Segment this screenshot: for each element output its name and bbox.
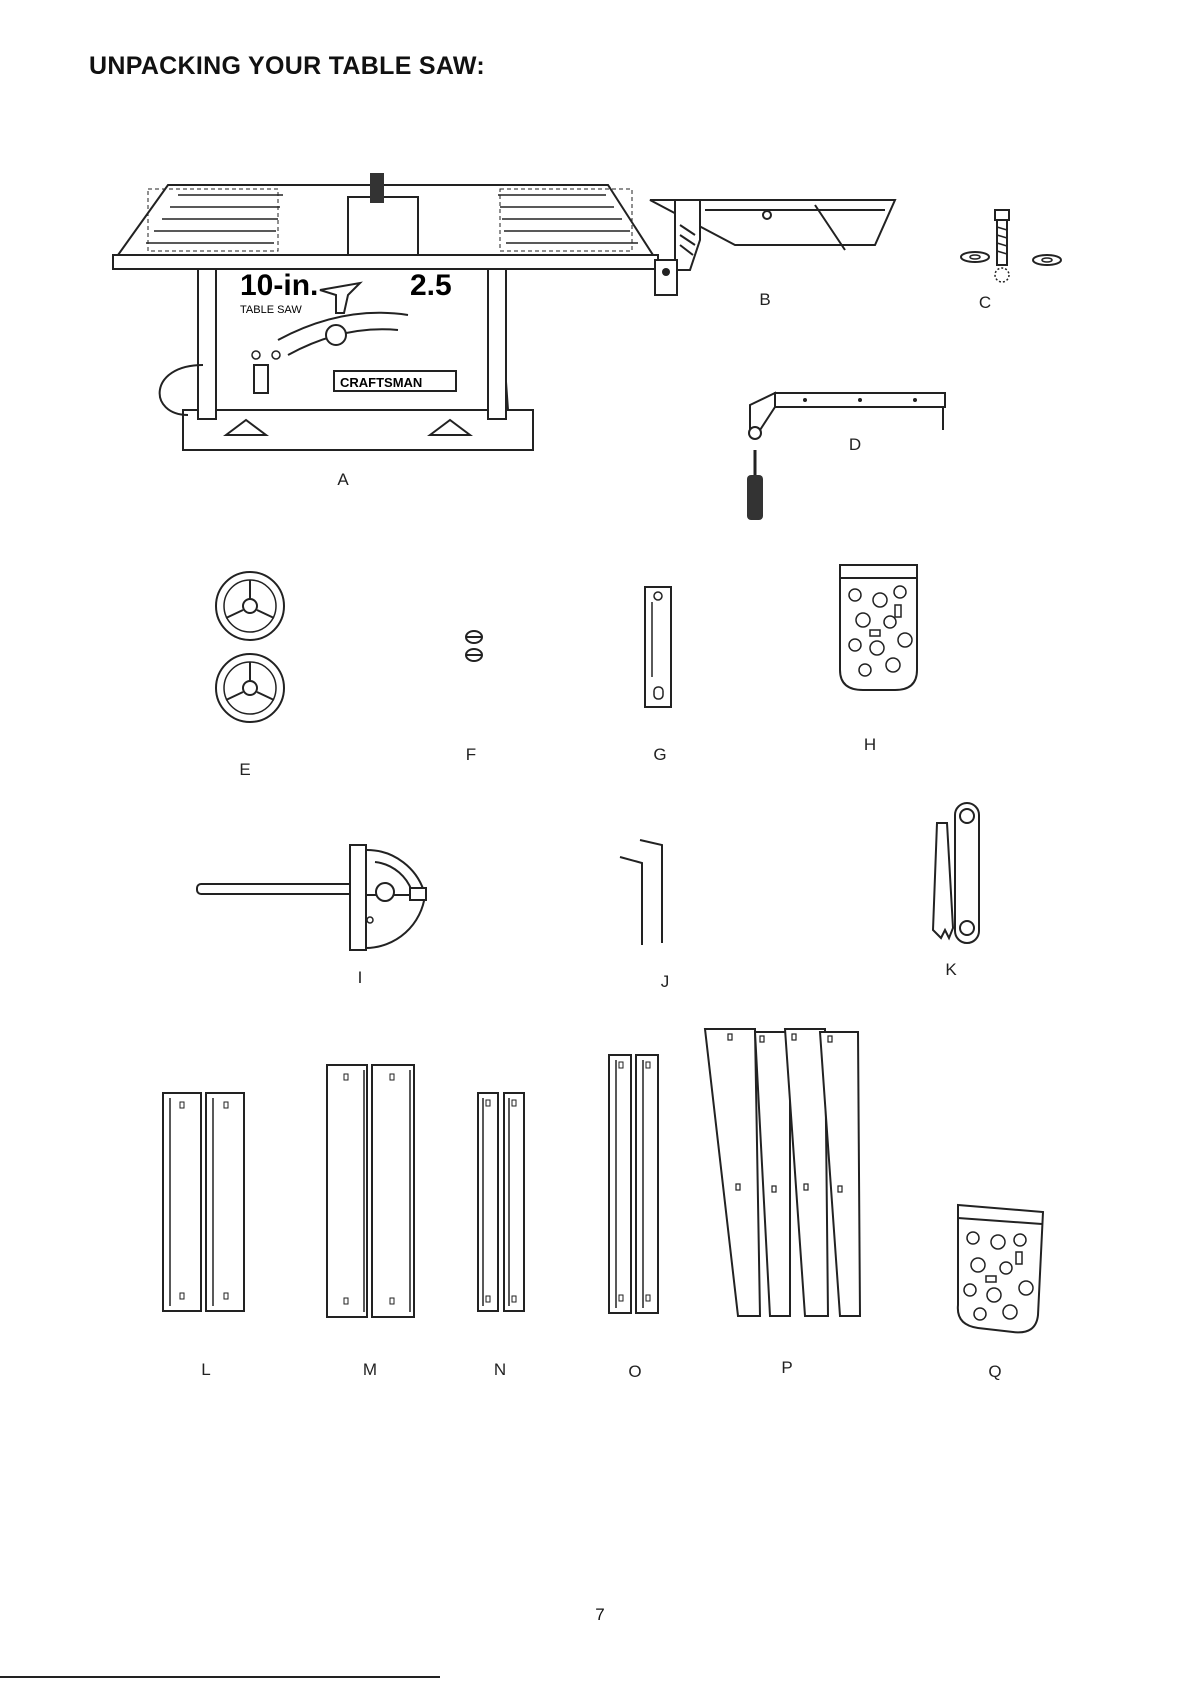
rip-fence-illustration (735, 375, 955, 525)
label-p: P (781, 1358, 792, 1378)
label-l: L (201, 1360, 210, 1380)
label-i: I (358, 968, 363, 988)
bolt-washers-illustration (955, 205, 1065, 295)
label-m: M (363, 1360, 377, 1380)
wheels-illustration (212, 568, 292, 728)
label-h: H (864, 735, 876, 755)
miter-gauge-illustration (195, 840, 430, 955)
part-h-hardware-bag (835, 560, 925, 700)
saw-type-text: TABLE SAW (240, 304, 302, 316)
wrenches-illustration (925, 798, 985, 948)
hardware-bag-illustration (835, 560, 925, 700)
part-e-wheels (212, 568, 292, 728)
part-l-rails (158, 1088, 253, 1318)
rails-n-illustration (473, 1088, 533, 1318)
label-n: N (494, 1360, 506, 1380)
part-o-rails (604, 1050, 664, 1320)
part-a-table-saw: 10-in. TABLE SAW 2.5 CRAFTSMAN (108, 165, 668, 495)
part-j-hex-keys (612, 835, 682, 950)
bracket-illustration (640, 582, 680, 712)
saw-size-text: 10-in. (240, 269, 318, 302)
rails-o-illustration (604, 1050, 664, 1320)
page-number: 7 (595, 1605, 604, 1625)
part-f-nuts (460, 625, 490, 675)
rails-l-illustration (158, 1088, 253, 1318)
part-k-wrenches (925, 798, 985, 948)
part-n-rails (473, 1088, 533, 1318)
saw-brand-text: CRAFTSMAN (340, 375, 422, 390)
hex-keys-illustration (612, 835, 682, 950)
label-f: F (466, 745, 476, 765)
page-title: UNPACKING YOUR TABLE SAW: (89, 52, 485, 81)
label-b: B (759, 290, 770, 310)
legs-illustration (700, 1024, 870, 1324)
label-d: D (849, 435, 861, 455)
label-k: K (945, 960, 956, 980)
part-q-hardware-bag (948, 1200, 1048, 1340)
saw-hp-text: 2.5 (410, 269, 452, 302)
part-i-miter-gauge (195, 840, 430, 955)
part-d-rip-fence (735, 375, 955, 525)
label-o: O (628, 1362, 641, 1382)
part-g-bracket (640, 582, 680, 712)
part-c-bolt-washers (955, 205, 1065, 295)
label-g: G (653, 745, 666, 765)
table-saw-illustration: 10-in. TABLE SAW 2.5 CRAFTSMAN (108, 165, 668, 495)
part-m-rails (322, 1060, 422, 1325)
label-e: E (239, 760, 250, 780)
blade-guard-illustration (645, 180, 905, 310)
label-a: A (337, 470, 348, 490)
rails-m-illustration (322, 1060, 422, 1325)
part-b-blade-guard (645, 180, 905, 310)
hardware-bag-q-illustration (948, 1200, 1048, 1340)
part-p-legs (700, 1024, 870, 1324)
nuts-illustration (460, 625, 490, 675)
label-c: C (979, 293, 991, 313)
footer-rule (0, 1676, 440, 1678)
label-q: Q (988, 1362, 1001, 1382)
label-j: J (661, 972, 670, 992)
